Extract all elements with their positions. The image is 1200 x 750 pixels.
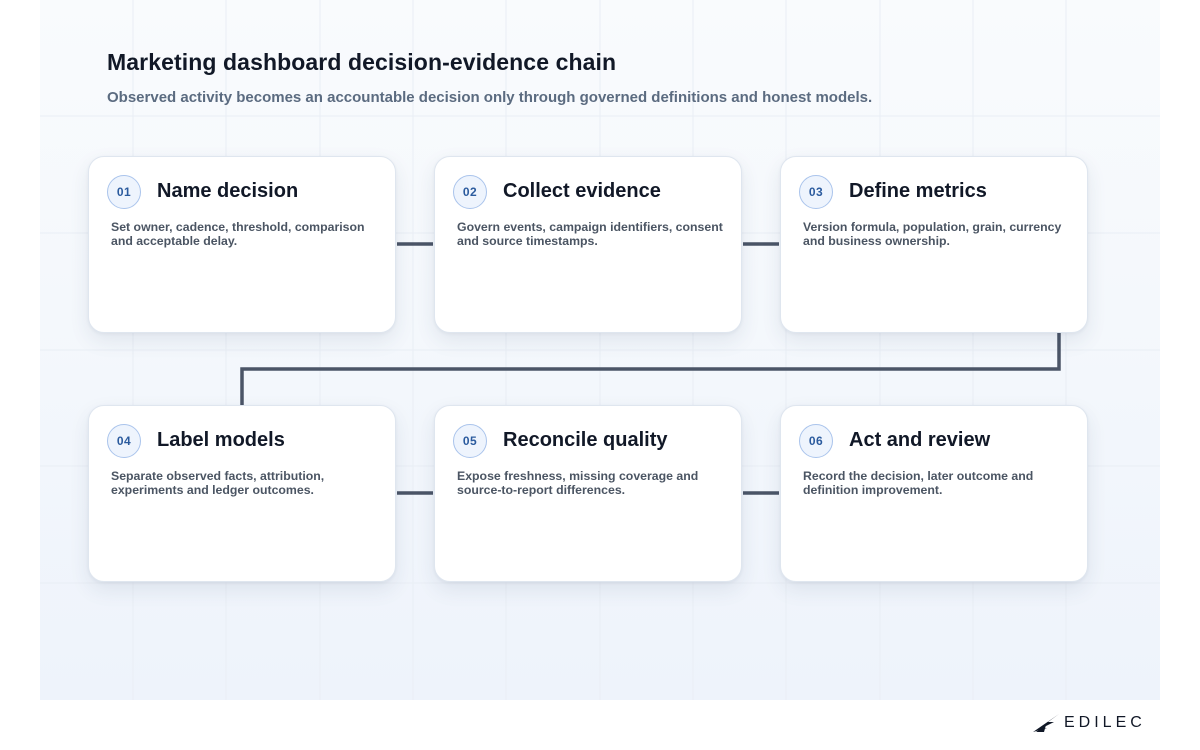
brand-logo: EDILEC xyxy=(1032,712,1146,734)
step-card-name-decision: 01 Name decision Set owner, cadence, thr… xyxy=(88,156,396,333)
step-description: Version formula, population, grain, curr… xyxy=(803,220,1062,248)
edilec-wing-icon xyxy=(1033,714,1059,732)
step-title: Name decision xyxy=(157,180,299,202)
connector-03-04 xyxy=(240,333,1061,405)
step-number-badge: 01 xyxy=(107,175,141,209)
step-description: Record the decision, later outcome and d… xyxy=(803,469,1034,497)
step-title: Label models xyxy=(157,429,285,451)
diagram-title: Marketing dashboard decision-evidence ch… xyxy=(107,49,617,75)
step-title: Define metrics xyxy=(849,180,987,202)
step-number-badge: 03 xyxy=(799,175,833,209)
step-description: Separate observed facts, attribution, ex… xyxy=(111,469,325,497)
step-card-label-models: 04 Label models Separate observed facts,… xyxy=(88,405,396,582)
step-title: Act and review xyxy=(849,429,991,451)
step-description: Govern events, campaign identifiers, con… xyxy=(457,220,723,248)
step-card-define-metrics: 03 Define metrics Version formula, popul… xyxy=(780,156,1088,333)
step-card-act-and-review: 06 Act and review Record the decision, l… xyxy=(780,405,1088,582)
step-card-reconcile-quality: 05 Reconcile quality Expose freshness, m… xyxy=(434,405,742,582)
step-card-collect-evidence: 02 Collect evidence Govern events, campa… xyxy=(434,156,742,333)
step-number-badge: 06 xyxy=(799,424,833,458)
step-number-badge: 02 xyxy=(453,175,487,209)
step-description: Set owner, cadence, threshold, compariso… xyxy=(111,220,365,248)
step-description: Expose freshness, missing coverage and s… xyxy=(457,469,699,497)
step-title: Collect evidence xyxy=(503,180,661,202)
brand-name: EDILEC xyxy=(1064,714,1146,731)
step-title: Reconcile quality xyxy=(503,429,668,451)
diagram-subtitle: Observed activity becomes an accountable… xyxy=(107,89,873,106)
step-number-badge: 04 xyxy=(107,424,141,458)
step-number-badge: 05 xyxy=(453,424,487,458)
